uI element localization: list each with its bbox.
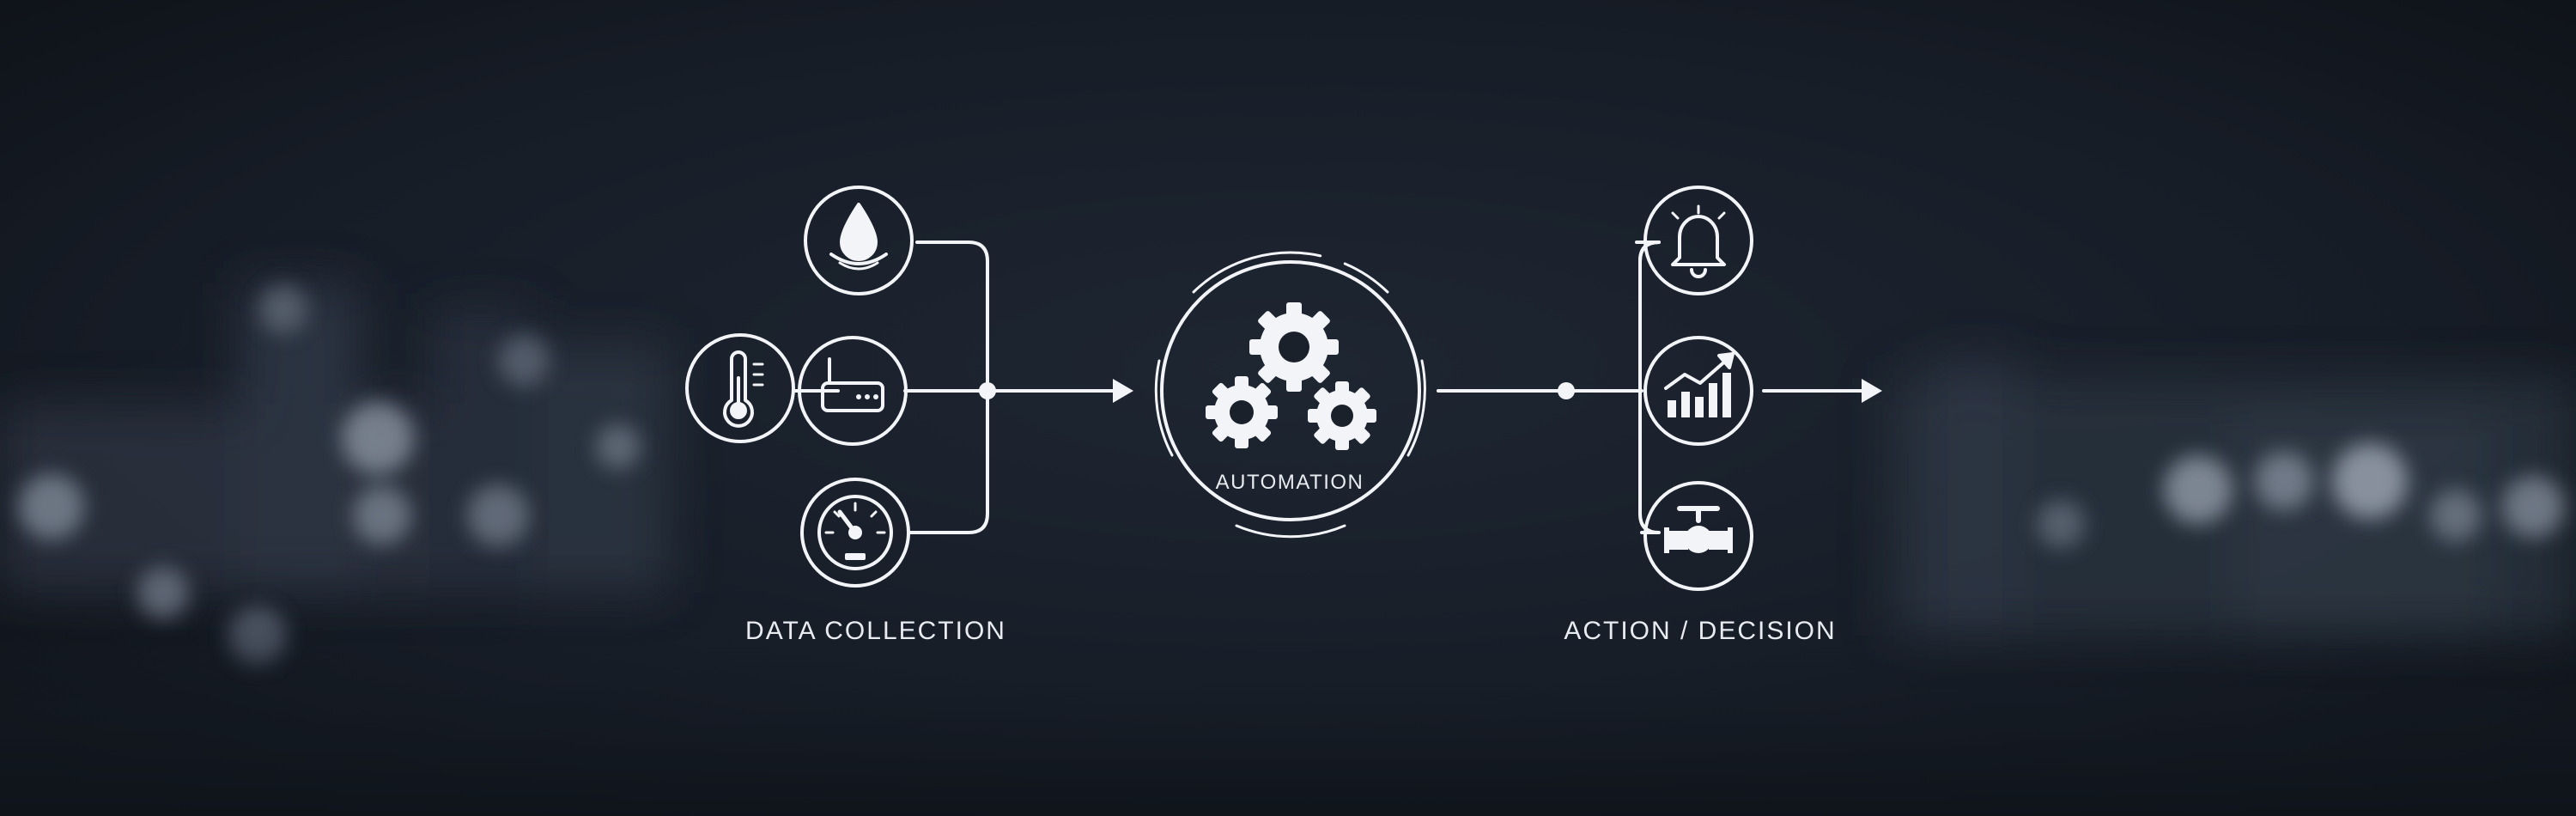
router-icon (798, 336, 908, 446)
valve-icon (1643, 481, 1753, 591)
automation-label: AUTOMATION (1215, 471, 1364, 494)
input-junction-dot (979, 382, 996, 399)
water-drop-icon (804, 186, 914, 295)
arrow-to-output-icon (1862, 379, 1882, 403)
data-collection-label: DATA COLLECTION (745, 617, 1006, 645)
action-decision-label: ACTION / DECISION (1564, 617, 1837, 645)
automation-hub (1154, 251, 1426, 539)
gauge-icon (800, 478, 910, 588)
output-junction-dot (1558, 382, 1575, 399)
input-connectors (793, 241, 1116, 534)
thermometer-icon (685, 333, 795, 443)
arrow-to-automation-icon (1113, 379, 1133, 403)
gears-icon (1206, 302, 1376, 450)
bell-alert-icon (1643, 186, 1753, 295)
output-connectors (1437, 241, 1867, 534)
growth-chart-icon (1643, 336, 1753, 446)
